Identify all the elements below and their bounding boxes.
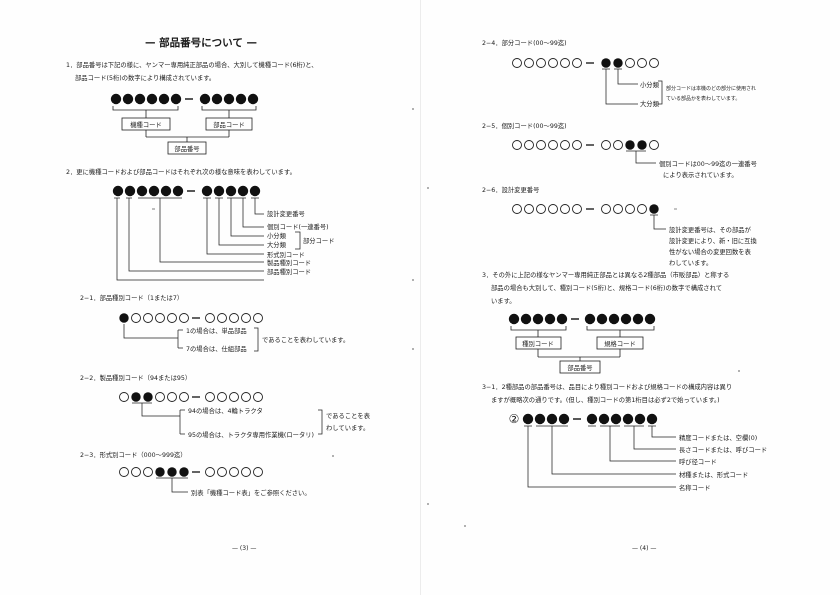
page-number-right: — (4) —	[632, 545, 657, 552]
scan-speck	[427, 187, 429, 189]
label-section-code-brace: 部分コード	[303, 236, 334, 245]
s2-3-note: 別表「機種コード表」をご参照ください。	[191, 488, 311, 497]
box-model-code: 機種コード	[130, 120, 161, 129]
s2-4-note2: ている部品かを表わしています。	[666, 95, 740, 102]
s2-5-note2: により表示されています。	[663, 170, 738, 179]
s3-1-line2: ますが概略次の通りです。(但し、種別コードの第1桁目は必ず2で始っています。)	[491, 397, 720, 404]
s2-2-option2: 95の場合は、トラクタ専用作業機(ロータリ)	[188, 430, 314, 439]
scan-speck	[412, 279, 414, 281]
s3-1-label-length: 長さコードまたは、呼びコード	[679, 446, 767, 454]
diagram-2-6: 設計変更番号は、その部品が 設計変更により、新・旧に互換 性がない場合の変更回数…	[512, 204, 757, 267]
page-title: — 部品番号について —	[145, 37, 257, 49]
diagram-2-1: 1の場合は、単品部品 7の場合は、仕組部品 であることを表わしています。	[119, 313, 349, 353]
label-type-code: 形式別コード	[267, 250, 305, 259]
page-fold	[420, 0, 421, 595]
box-spec-code: 規格コード	[604, 339, 635, 348]
diagram-2-2: 94の場合は、4輪トラクタ 95の場合は、トラクタ専用作業機(ロータリ) である…	[119, 392, 371, 439]
scan-speck	[464, 525, 466, 527]
section3-line3: います。	[491, 298, 516, 305]
s2-5-heading: 2−5．個別コード(00〜99迄)	[482, 123, 567, 130]
section3-line1: 3．その外に上記の様なヤンマー専用純正部品とは異なる2種部品（市販部品）と称する	[482, 272, 730, 279]
s2-5-note1: 個別コードは00〜99迄の一連番号	[659, 159, 757, 168]
label-large-class: 大分類	[267, 240, 287, 249]
s2-6-note4: わしています。	[669, 259, 712, 267]
s3-1-label-name-code: 名称コード	[679, 483, 710, 492]
s3-1-label-material: 材種または、形式コード	[679, 470, 748, 479]
scan-speck	[412, 348, 414, 350]
section1-line2: 部品コード(5桁)の数字により構成されています。	[75, 75, 216, 82]
scan-speck	[412, 108, 414, 110]
s2-1-heading: 2−1．部品種別コード（1または7）	[80, 295, 184, 302]
label-product-type-code: 製品種別コード	[267, 258, 311, 267]
box-part-code: 部品コード	[213, 120, 244, 129]
s2-4-note1: 部分コードは本機のどの部分に使用され	[666, 85, 756, 92]
diagram-2-4: 小分類 大分類 部分コードは本機のどの部分に使用され ている部品かを表わしていま…	[512, 58, 756, 108]
page-number-left: — (3) —	[232, 545, 257, 552]
diagram-3-1: ② 精度コードまたは、空欄(0) 長	[509, 412, 768, 492]
scan-speck	[738, 370, 740, 372]
dots-part-code	[199, 93, 259, 105]
diagram-2-3: 別表「機種コード表」をご参照ください。	[119, 467, 311, 497]
s2-4-label-small: 小分類	[640, 80, 660, 89]
s2-1-note: であることを表わしています。	[262, 335, 349, 344]
diagram-part-number-structure: 機種コード 部品コード 部品番号	[110, 93, 259, 155]
label-small-class: 小分類	[267, 231, 287, 240]
s2-4-heading: 2−4．部分コード(00〜99迄)	[482, 40, 567, 47]
s2-2-option1: 94の場合は、4輪トラクタ	[188, 406, 263, 415]
diagram-2-5: 個別コードは00〜99迄の一連番号 により表示されています。	[512, 140, 757, 179]
scan-speck	[427, 503, 429, 505]
s2-4-label-large: 大分類	[640, 99, 660, 108]
s2-6-note3: 性がない場合の変更回数を表	[669, 247, 752, 256]
lead-digit-circled-2: ②	[509, 412, 520, 426]
s3-1-label-nominal-diameter: 呼び径コード	[679, 457, 717, 466]
s2-6-heading: 2−6．設計変更番号	[482, 187, 540, 194]
s2-1-option1: 1の場合は、単品部品	[186, 326, 247, 335]
s2-3-heading: 2−3．形式別コード（000〜999迄）	[80, 452, 187, 459]
s3-1-line1: 3−1．2種部品の部品番号は、品目により種別コードおよび規格コードの構成内容は異…	[482, 384, 733, 391]
s2-6-note1: 設計変更番号は、その部品が	[669, 225, 752, 234]
section1-line1: 1．部品番号は下記の様に、ヤンマー専用純正部品の場合、大別して機種コード(6桁)…	[66, 62, 318, 69]
section2-intro: 2．更に機種コードおよび部品コードはそれぞれ次の様な意味を表わしています。	[66, 169, 296, 176]
box-part-number-secondary: 部品番号	[567, 363, 592, 372]
s3-1-label-accuracy: 精度コードまたは、空欄(0)	[679, 433, 757, 442]
section3-line2: 部品の場合も大別して、種別コード(5桁)と、規格コード(6桁)の数字で構成されて	[491, 285, 722, 292]
s2-2-note2: わしています。	[326, 424, 369, 432]
s2-6-note2: 設計変更により、新・旧に互換	[669, 236, 757, 245]
label-design-change-no: 設計変更番号	[267, 209, 305, 218]
box-part-number: 部品番号	[174, 144, 199, 153]
label-individual-code: 個別コード(一連番号)	[267, 222, 329, 231]
s2-2-heading: 2−2．製品種別コード（94または95）	[80, 375, 192, 382]
label-part-type-code: 部品種別コード	[267, 267, 311, 276]
dots-model-code	[110, 93, 182, 105]
s2-1-option2: 7の場合は、仕組部品	[186, 344, 247, 353]
scan-speck	[332, 455, 334, 457]
box-type-code: 種別コード	[522, 339, 553, 348]
s2-2-note1: であることを表	[326, 411, 371, 420]
diagram-secondary-part-number: 種別コード 規格コード 部品番号	[508, 313, 656, 374]
diagram-digit-meanings: 設計変更番号 個別コード(一連番号) 小分類 大分類 部分コード 形式別コード …	[112, 185, 334, 281]
